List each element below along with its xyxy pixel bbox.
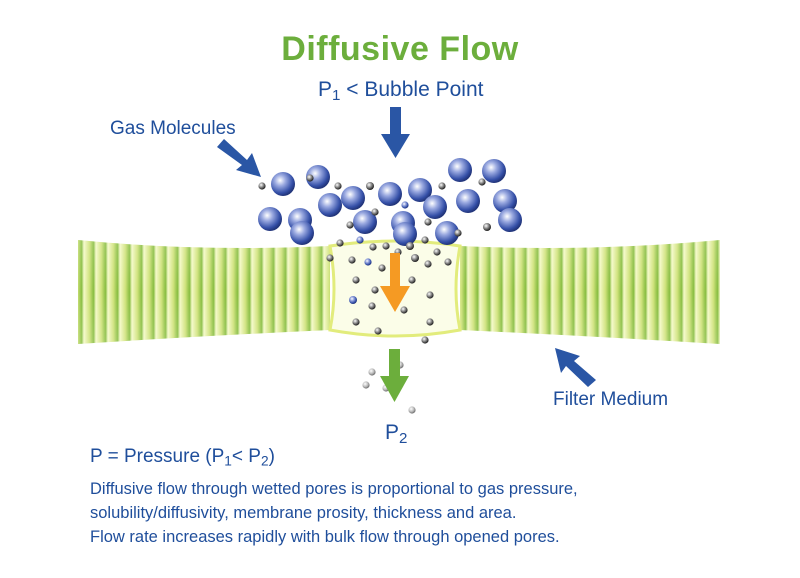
diagram-title: Diffusive Flow [281, 30, 519, 68]
small-molecule [364, 258, 372, 266]
small-molecule [368, 302, 376, 310]
gas-molecule [482, 159, 506, 183]
gas-molecule [271, 172, 295, 196]
small-molecule [382, 242, 390, 250]
small-molecule [406, 242, 414, 250]
small-molecule [411, 254, 419, 262]
gas-molecule [393, 222, 417, 246]
small-molecule [438, 182, 446, 190]
gas-molecule [341, 186, 365, 210]
small-molecule [349, 296, 357, 304]
gas-molecule [498, 208, 522, 232]
gas-molecules-large [258, 158, 522, 246]
gas-molecule [353, 210, 377, 234]
filter-medium-right [460, 240, 720, 344]
small-molecule [483, 223, 491, 231]
small-molecule [424, 260, 432, 268]
small-molecule [401, 201, 409, 209]
small-molecule [326, 254, 334, 262]
gas-molecule [408, 178, 432, 202]
description-line-2: solubility/diffusivity, membrane prosity… [90, 504, 517, 522]
gas-molecule [435, 221, 459, 245]
small-molecule [348, 256, 356, 264]
small-molecule [346, 221, 354, 229]
small-molecule [426, 291, 434, 299]
gas-molecule [306, 165, 330, 189]
filter-medium-left [78, 240, 330, 344]
diffused-molecule [408, 406, 416, 414]
pressure-legend: P = Pressure (P1< P2) [90, 446, 275, 469]
p1-down-arrow [381, 107, 410, 158]
small-molecule [426, 318, 434, 326]
small-molecule [478, 178, 486, 186]
gas-molecule [318, 193, 342, 217]
small-molecule [334, 182, 342, 190]
gas-molecule [448, 158, 472, 182]
diffused-molecule [362, 381, 370, 389]
small-molecule [408, 276, 416, 284]
small-molecule [444, 258, 452, 266]
gas-molecule [423, 195, 447, 219]
small-molecule [352, 318, 360, 326]
gas-molecules-small [258, 174, 491, 414]
filter-medium-arrow [555, 348, 596, 387]
small-molecule [258, 182, 266, 190]
small-molecule [371, 208, 379, 216]
small-molecule [374, 327, 382, 335]
description-line-3: Flow rate increases rapidly with bulk fl… [90, 528, 560, 546]
gas-molecules-arrow [217, 139, 261, 177]
p2-label: P2 [385, 421, 408, 447]
gas-molecule [378, 182, 402, 206]
gas-molecule [456, 189, 480, 213]
p1-label: P1 < Bubble Point [318, 78, 484, 104]
small-molecule [371, 286, 379, 294]
diffused-molecule [368, 368, 376, 376]
small-molecule [306, 174, 314, 182]
small-molecule [454, 229, 462, 237]
small-molecule [424, 218, 432, 226]
gas-molecule [290, 221, 314, 245]
small-molecule [433, 248, 441, 256]
gas-molecules-label: Gas Molecules [110, 118, 236, 139]
small-molecule [378, 264, 386, 272]
small-molecule [369, 243, 377, 251]
small-molecule [366, 182, 374, 190]
small-molecule [421, 236, 429, 244]
p2-flow-arrow [380, 349, 409, 402]
gas-molecule [493, 189, 517, 213]
gas-molecule [258, 207, 282, 231]
filter-medium-label: Filter Medium [553, 389, 669, 410]
small-molecule [352, 276, 360, 284]
diffusion-flow-arrow [380, 253, 410, 312]
small-molecule [400, 306, 408, 314]
small-molecule [356, 236, 364, 244]
description-line-1: Diffusive flow through wetted pores is p… [90, 480, 578, 498]
small-molecule [421, 336, 429, 344]
small-molecule [336, 239, 344, 247]
